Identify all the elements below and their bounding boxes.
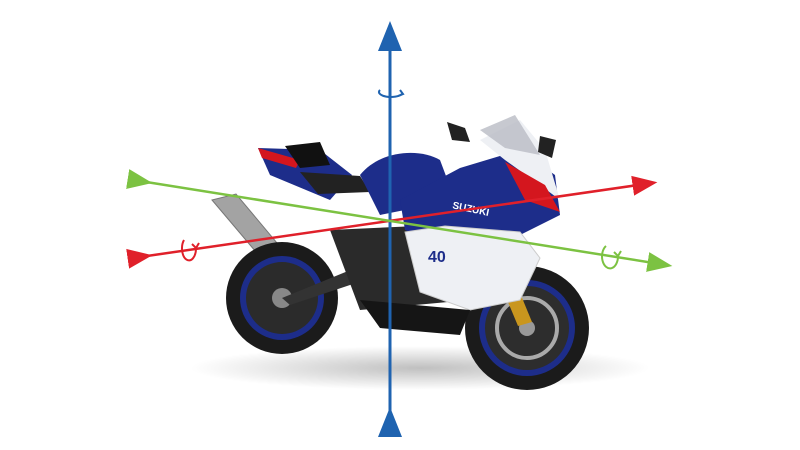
roll-rotation-icon <box>181 239 200 262</box>
yaw-rotation-icon <box>378 89 405 98</box>
front-wheel <box>465 266 589 390</box>
fairing-number: 40 <box>428 249 446 266</box>
pitch-axis-arrow <box>126 169 673 272</box>
pitch-rotation-icon <box>601 245 622 270</box>
